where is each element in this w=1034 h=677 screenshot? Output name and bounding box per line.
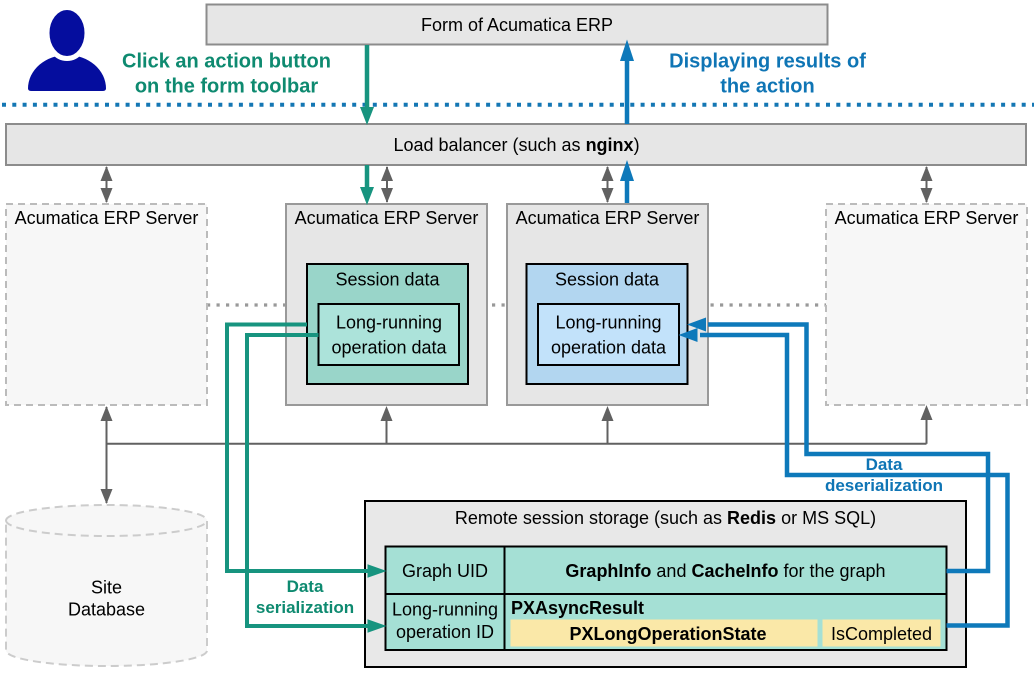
- svg-text:Remote session storage (such a: Remote session storage (such as Redis or…: [455, 508, 876, 528]
- svg-text:deserialization: deserialization: [825, 476, 943, 495]
- svg-text:operation ID: operation ID: [396, 622, 494, 642]
- svg-text:on the form toolbar: on the form toolbar: [135, 76, 319, 98]
- svg-text:Long-running: Long-running: [336, 313, 442, 333]
- svg-text:Data: Data: [866, 455, 903, 474]
- svg-text:Long-running: Long-running: [392, 600, 498, 620]
- svg-text:Long-running: Long-running: [555, 313, 661, 333]
- svg-text:Data: Data: [287, 577, 324, 596]
- svg-text:the action: the action: [720, 76, 814, 98]
- svg-text:Acumatica ERP Server: Acumatica ERP Server: [295, 208, 479, 228]
- svg-text:Site: Site: [91, 578, 122, 598]
- svg-text:Acumatica ERP Server: Acumatica ERP Server: [15, 208, 199, 228]
- svg-text:Session data: Session data: [555, 270, 660, 290]
- svg-text:Database: Database: [68, 600, 145, 620]
- svg-text:serialization: serialization: [256, 598, 354, 617]
- svg-text:GraphInfo and CacheInfo for th: GraphInfo and CacheInfo for the graph: [565, 561, 885, 581]
- svg-text:Acumatica ERP Server: Acumatica ERP Server: [516, 208, 700, 228]
- svg-text:PXLongOperationState: PXLongOperationState: [569, 624, 766, 644]
- svg-text:operation data: operation data: [331, 338, 447, 358]
- svg-text:Load balancer (such as nginx): Load balancer (such as nginx): [393, 135, 639, 155]
- svg-text:Click an action button: Click an action button: [122, 51, 331, 73]
- svg-text:Displaying results of: Displaying results of: [669, 51, 866, 73]
- svg-text:PXAsyncResult: PXAsyncResult: [511, 598, 644, 618]
- svg-text:Session data: Session data: [335, 270, 440, 290]
- svg-text:Form of Acumatica ERP: Form of Acumatica ERP: [421, 15, 613, 35]
- svg-text:Graph UID: Graph UID: [402, 561, 488, 581]
- svg-text:Acumatica ERP Server: Acumatica ERP Server: [835, 208, 1019, 228]
- svg-text:IsCompleted: IsCompleted: [831, 624, 932, 644]
- svg-text:operation data: operation data: [551, 338, 667, 358]
